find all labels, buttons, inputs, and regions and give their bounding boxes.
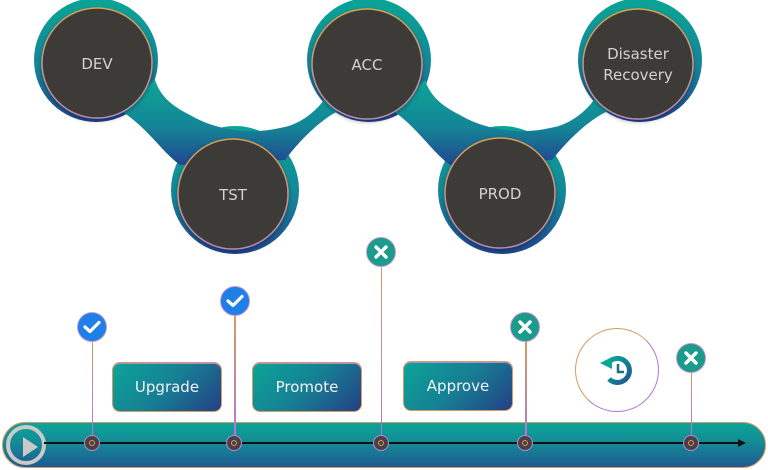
restore-history-button[interactable] [575,328,659,412]
stage-label: TST [218,186,248,204]
timeline-axis [44,442,740,444]
event-badge-success[interactable] [220,286,250,316]
stage-disaster-recovery[interactable]: Disaster Recovery [582,8,694,120]
timeline-node[interactable] [373,435,389,451]
event-stem [525,341,527,435]
event-badge-failed[interactable] [366,237,396,267]
promote-button[interactable]: Promote [252,362,362,412]
x-icon [684,351,698,365]
stage-acc[interactable]: ACC [311,8,423,120]
event-badge-success[interactable] [77,312,107,342]
event-stem [380,266,382,435]
history-restore-icon [600,355,632,385]
event-badge-failed[interactable] [676,343,706,373]
play-button[interactable] [6,425,46,465]
event-stem [690,372,692,435]
stage-label: PROD [479,185,522,203]
event-stem [91,341,93,435]
stage-label: Disaster [607,45,670,63]
upgrade-button[interactable]: Upgrade [112,362,222,412]
timeline-node[interactable] [226,435,242,451]
timeline-node[interactable] [683,435,699,451]
event-badge-failed[interactable] [510,312,540,342]
check-icon [83,320,101,334]
x-icon [374,245,388,259]
approve-button[interactable]: Approve [403,361,513,411]
check-icon [226,294,244,308]
event-stem [234,314,236,435]
play-icon [23,437,38,457]
stage-label: ACC [352,56,383,74]
timeline-node[interactable] [84,435,100,451]
x-icon [518,320,532,334]
stage-label: Recovery [603,66,673,84]
stage-dev[interactable]: DEV [41,7,153,119]
stage-prod[interactable]: PROD [444,137,556,249]
stage-label: DEV [81,55,113,73]
arrow-head-icon [738,439,746,447]
stage-tst[interactable]: TST [177,138,289,250]
timeline-node[interactable] [517,435,533,451]
